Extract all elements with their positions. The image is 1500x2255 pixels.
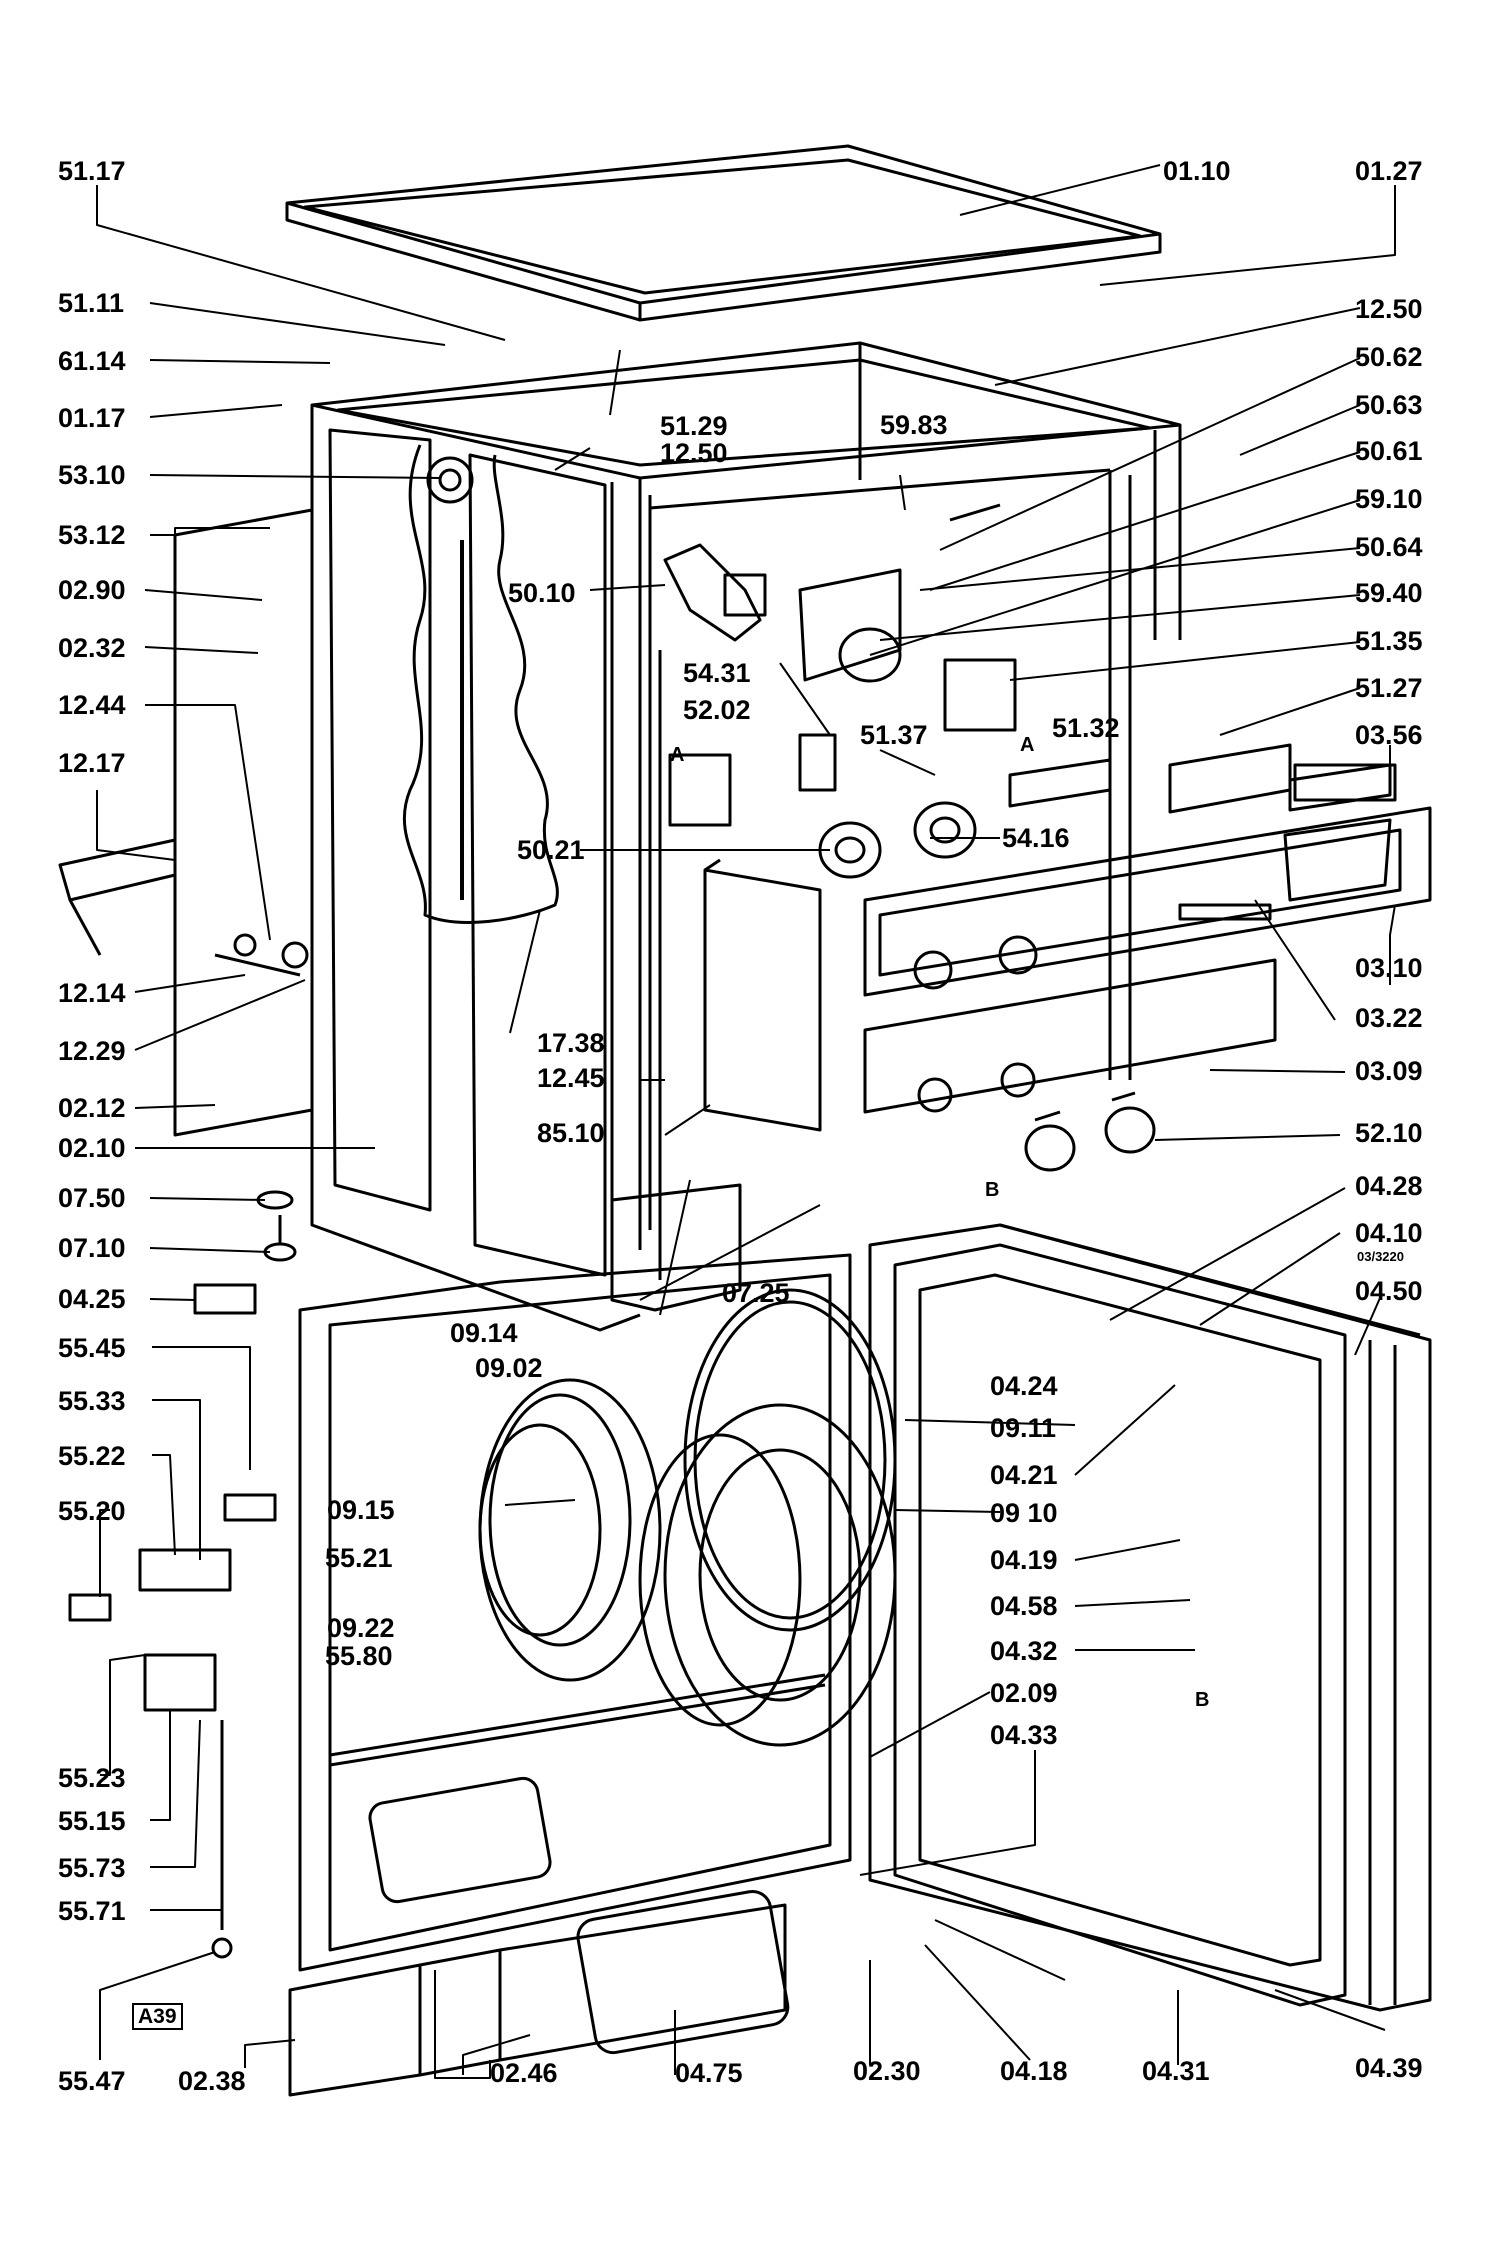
front-panel [298, 1253, 852, 1972]
callout-03-22: 03.22 [1355, 1003, 1423, 1033]
callout-07-25: 07.25 [722, 1278, 790, 1308]
callout-12-14: 12.14 [58, 978, 126, 1008]
callout-09-14: 09.14 [450, 1318, 518, 1348]
callout-03-09: 03.09 [1355, 1056, 1423, 1086]
callout-04-28: 04.28 [1355, 1171, 1423, 1201]
callout-09-15: 09.15 [327, 1495, 395, 1525]
callout-09-10: 09 10 [990, 1498, 1058, 1528]
callout-04-32: 04.32 [990, 1636, 1058, 1666]
marker-a-left: A [670, 744, 685, 766]
callout-55-73: 55.73 [58, 1853, 126, 1883]
callout-02-46: 02.46 [490, 2058, 558, 2088]
callout-01-27: 01.27 [1355, 156, 1423, 186]
callout-51-32: 51.32 [1052, 713, 1120, 743]
callout-02-90: 02.90 [58, 575, 126, 605]
callout-03-10: 03.10 [1355, 953, 1423, 983]
callout-59-40: 59.40 [1355, 578, 1423, 608]
callout-55-23: 55.23 [58, 1763, 126, 1793]
callout-55-15: 55.15 [58, 1806, 126, 1836]
cable-cutaway [402, 444, 559, 924]
callout-52-10: 52.10 [1355, 1118, 1423, 1148]
callout-59-10: 59.10 [1355, 484, 1423, 514]
callout-55-47: 55.47 [58, 2066, 126, 2096]
callout-55-33: 55.33 [58, 1386, 126, 1416]
callout-02-30: 02.30 [853, 2056, 921, 2086]
front-door [868, 1223, 1432, 2012]
marker-b-bottom: B [1195, 1689, 1210, 1711]
control-panel [863, 743, 1432, 1172]
callout-04-19: 04.19 [990, 1545, 1058, 1575]
back-panel [58, 508, 314, 1137]
callout-55-80: 55.80 [325, 1641, 393, 1671]
callout-04-33: 04.33 [990, 1720, 1058, 1750]
callout-51-37: 51.37 [860, 720, 928, 750]
callout-51-29: 51.29 [660, 411, 728, 441]
callout-12-17: 12.17 [58, 748, 126, 778]
callout-02-09: 02.09 [990, 1678, 1058, 1708]
callout-07-50: 07.50 [58, 1183, 126, 1213]
callout-04-58: 04.58 [990, 1591, 1058, 1621]
callout-02-32: 02.32 [58, 633, 126, 663]
callout-51-27: 51.27 [1355, 673, 1423, 703]
callout-61-14: 61.14 [58, 346, 126, 376]
callout-09-02: 09.02 [475, 1353, 543, 1383]
top-lid [285, 144, 1162, 322]
callout-02-12: 02.12 [58, 1093, 126, 1123]
callout-54-31: 54.31 [683, 658, 751, 688]
callout-01-17: 01.17 [58, 403, 126, 433]
callout-54-16: 54.16 [1002, 823, 1070, 853]
callout-55-45: 55.45 [58, 1333, 126, 1363]
callout-04-24: 04.24 [990, 1371, 1058, 1401]
callout-04-39: 04.39 [1355, 2053, 1423, 2083]
marker-b-top: B [985, 1179, 1000, 1201]
callout-04-25: 04.25 [58, 1284, 126, 1314]
callout-04-75: 04.75 [675, 2058, 743, 2088]
callout-17-38: 17.38 [537, 1028, 605, 1058]
plinth [288, 1889, 790, 2097]
callout-12-29: 12.29 [58, 1036, 126, 1066]
callout-04-31: 04.31 [1142, 2056, 1210, 2086]
marker-a-right: A [1020, 734, 1035, 756]
callout-01-10: 01.10 [1163, 156, 1231, 186]
callout-53-12: 53.12 [58, 520, 126, 550]
callout-50-10: 50.10 [508, 578, 576, 608]
callout-04-10: 04.10 [1355, 1218, 1423, 1248]
callout-03-56: 03.56 [1355, 720, 1423, 750]
callout-50-63: 50.63 [1355, 390, 1423, 420]
left-small-parts [68, 1190, 297, 1959]
callout-55-20: 55.20 [58, 1496, 126, 1526]
callout-12-50-right: 12.50 [1355, 294, 1423, 324]
callout-50-64: 50.64 [1355, 532, 1423, 562]
callout-02-38: 02.38 [178, 2066, 246, 2096]
callout-50-61: 50.61 [1355, 436, 1423, 466]
callout-55-22: 55.22 [58, 1441, 126, 1471]
callout-04-50: 04.50 [1355, 1276, 1423, 1306]
callout-50-21: 50.21 [517, 835, 585, 865]
callout-55-71: 55.71 [58, 1896, 126, 1926]
callout-55-21: 55.21 [325, 1543, 393, 1573]
diagram-code-box: A39 [132, 2003, 183, 2030]
callout-85-10: 85.10 [537, 1118, 605, 1148]
callout-51-35: 51.35 [1355, 626, 1423, 656]
callout-59-83: 59.83 [880, 410, 948, 440]
callout-12-45: 12.45 [537, 1063, 605, 1093]
callout-04-10-sub: 03/3220 [1357, 1249, 1404, 1264]
callout-04-18: 04.18 [1000, 2056, 1068, 2086]
callout-04-21: 04.21 [990, 1460, 1058, 1490]
callout-51-11: 51.11 [58, 288, 125, 318]
callout-52-02: 52.02 [683, 695, 751, 725]
leader-lines [96, 164, 1396, 2079]
callout-50-62: 50.62 [1355, 342, 1423, 372]
callout-12-50-center: 12.50 [660, 438, 728, 468]
callout-53-10: 53.10 [58, 460, 126, 490]
callout-07-10: 07.10 [58, 1233, 126, 1263]
callout-09-11: 09.11 [990, 1413, 1057, 1443]
internal-components [663, 503, 1397, 1132]
callout-51-17: 51.17 [58, 156, 126, 186]
callout-02-10: 02.10 [58, 1133, 126, 1163]
callout-09-22: 09.22 [327, 1613, 395, 1643]
callout-12-44: 12.44 [58, 690, 126, 720]
